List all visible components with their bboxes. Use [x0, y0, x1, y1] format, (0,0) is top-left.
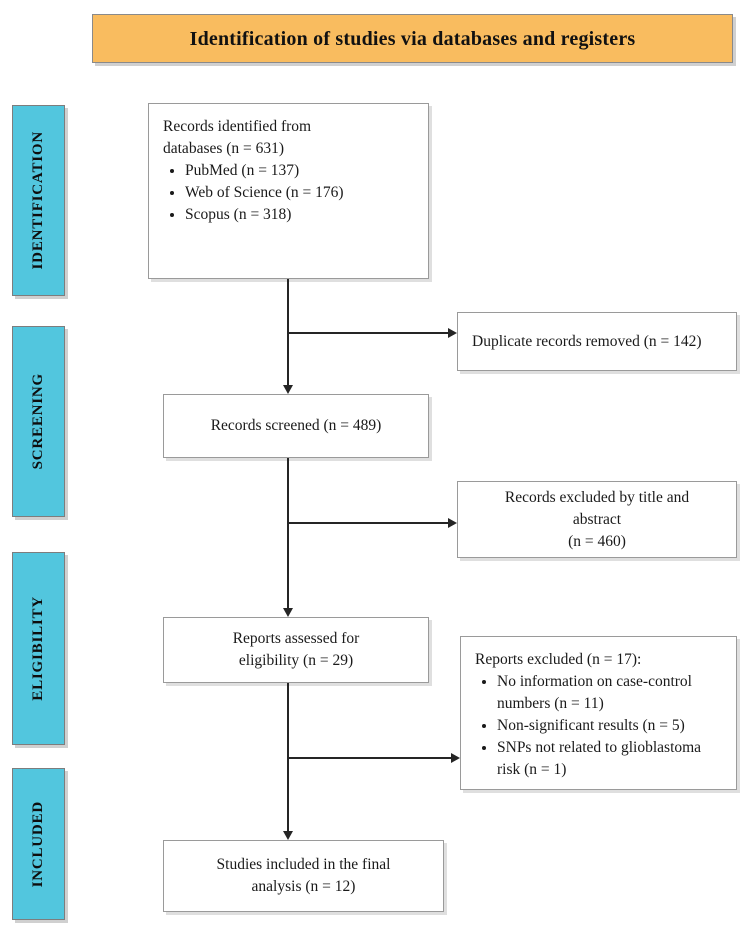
arrowhead-down-included [283, 831, 293, 840]
list-item: SNPs not related to glioblastoma risk (n… [497, 737, 722, 781]
duplicate-records-text: Duplicate records removed (n = 142) [472, 332, 702, 350]
arrowhead-right-duplicates [448, 328, 457, 338]
arrowhead-down-screened [283, 385, 293, 394]
connector-to-duplicate-records [287, 332, 448, 334]
list-item: PubMed (n = 137) [185, 160, 414, 182]
diagram-title-text: Identification of studies via databases … [189, 27, 636, 50]
records-excluded-line2: abstract [572, 510, 622, 528]
box-records-screened: Records screened (n = 489) [163, 394, 429, 458]
records-excluded-line1: Records excluded by title and [504, 488, 690, 506]
connector-screened-to-assessed [287, 458, 289, 609]
stage-label-screening-text: SCREENING [30, 373, 46, 470]
reports-excluded-reasons: No information on case-control numbers (… [475, 671, 722, 781]
stage-label-included: INCLUDED [12, 768, 65, 920]
box-studies-included: Studies included in the final analysis (… [163, 840, 444, 912]
box-records-identified: Records identified from databases (n = 6… [148, 103, 429, 279]
list-item: Scopus (n = 318) [185, 204, 414, 226]
reports-assessed-line2: eligibility (n = 29) [238, 652, 354, 669]
stage-label-screening: SCREENING [12, 326, 65, 517]
records-identified-line2: databases (n = 631) [163, 140, 285, 157]
records-screened-text: Records screened (n = 489) [210, 417, 382, 434]
arrowhead-right-reports-excluded [451, 753, 460, 763]
stage-label-eligibility-text: ELIGIBILITY [30, 596, 46, 701]
connector-to-records-excluded [287, 522, 448, 524]
records-identified-line1: Records identified from [163, 118, 312, 135]
records-identified-sources: PubMed (n = 137) Web of Science (n = 176… [163, 160, 414, 226]
studies-included-line2: analysis (n = 12) [251, 878, 356, 895]
list-item: No information on case-control numbers (… [497, 671, 722, 715]
diagram-title-banner: Identification of studies via databases … [92, 14, 733, 63]
studies-included-line1: Studies included in the final [216, 856, 391, 873]
records-excluded-line3: (n = 460) [568, 532, 626, 550]
stage-label-included-text: INCLUDED [30, 800, 46, 888]
reports-excluded-heading: Reports excluded (n = 17): [475, 651, 642, 668]
box-reports-excluded: Reports excluded (n = 17): No informatio… [460, 636, 737, 790]
reports-assessed-line1: Reports assessed for [232, 630, 360, 647]
connector-to-reports-excluded [287, 757, 451, 759]
box-records-excluded-title-abstract: Records excluded by title and abstract (… [457, 481, 737, 558]
list-item: Web of Science (n = 176) [185, 182, 414, 204]
arrowhead-right-excluded-title-abstract [448, 518, 457, 528]
box-reports-assessed: Reports assessed for eligibility (n = 29… [163, 617, 429, 683]
stage-label-identification: IDENTIFICATION [12, 105, 65, 296]
stage-label-identification-text: IDENTIFICATION [30, 131, 46, 270]
stage-label-eligibility: ELIGIBILITY [12, 552, 65, 745]
arrowhead-down-assessed [283, 608, 293, 617]
box-duplicate-records-removed: Duplicate records removed (n = 142) [457, 312, 737, 371]
list-item: Non-significant results (n = 5) [497, 715, 722, 737]
